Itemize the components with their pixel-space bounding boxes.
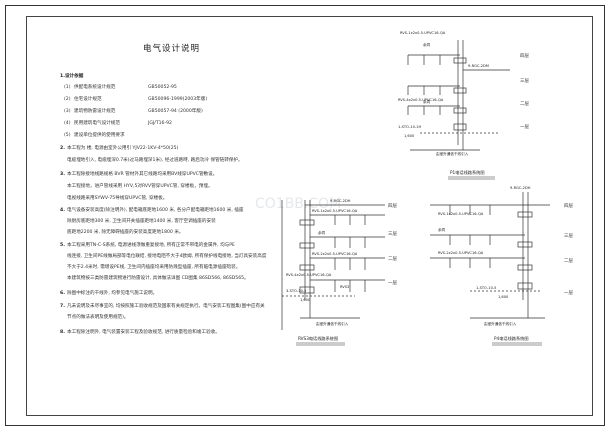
note-number: 4. [60, 208, 65, 213]
note-number: 5. [60, 243, 65, 248]
note-line: 本建筑物按三类防雷建筑物进行防雷设计, 具体做法详图 CD图集 86SD566,… [67, 276, 249, 281]
note-line: 本工程接地，进户管线采用 HYV,5对RVV管穿UPVC管, 穿楼板，预埋。 [67, 184, 213, 189]
basis-name: 住宅设计规范 [74, 97, 102, 102]
p1-floor: 一层 [520, 125, 529, 130]
p1-label: 余同 [423, 43, 431, 47]
basis-code: GB50052-95 [148, 85, 177, 90]
rvs-label: 余同 [318, 231, 326, 235]
p1-label: 1-STO-10-1H [398, 125, 422, 129]
note-line: 凡未说明及未尽事宜的, 均按照施工验收规范及国家有关规定执行。电气安装工程图集(… [67, 304, 265, 309]
design-basis-heading: 1.设计依据 [60, 74, 84, 79]
rvs-title: RVS3电话线路系统图 [298, 336, 339, 341]
p1-label: 1,600 [404, 134, 415, 138]
note-line: 本工程除接地线路规格 BVR 管材外其它线路均采用BV线穿UPVC管敷设。 [67, 172, 218, 177]
basis-name: 民用建筑电气设计规范 [74, 121, 120, 126]
rvs-floor: 三层 [388, 232, 397, 237]
p1-label: RVS-4x2x0.5-UPVC16-QA [398, 98, 444, 102]
p4-floor: 三层 [564, 234, 573, 239]
inner-border [26, 16, 593, 416]
rvs-label: 9-RGC-2DH [330, 199, 351, 203]
basis-idx: (2) [64, 97, 71, 102]
p4-floor: 二层 [564, 259, 573, 264]
basis-name: 供配电系统设计规范 [74, 85, 116, 90]
note-line: 不大于2.4米时, 需增设PE线, 卫生间内插座均采用防溅型插座, 所有临电源插… [67, 265, 241, 270]
p4-label: 9-RGC-2DH [510, 186, 531, 190]
rvs-label: 1,600 [300, 298, 311, 302]
p4-label: RVS-1x2x0.5-UPVC16-QA [438, 212, 484, 216]
p4-title: P4电话线路系统图 [494, 336, 529, 341]
p4-label: 1,600 [498, 295, 509, 299]
note-line: 本工程采用TN-C-S系统, 电源进线须做重复接地, 所有正常不带电的金属件, … [67, 243, 235, 248]
rvs-label: RVS-4x2x0.5-UPVC16-QA [286, 273, 332, 277]
p4-label: 1-STO-10-5 [476, 286, 497, 290]
note-number: 8. [60, 330, 65, 335]
note-line: 除厨房底距地300 米, 卫生间开关插座距地1400 米, 客厅空调插座的安装 [67, 219, 216, 224]
p4-label: RVS-2x2x0.5-UPVC16-QA [438, 251, 484, 255]
watermark: CO1BB.COM [255, 196, 342, 212]
outer-border [5, 5, 605, 426]
basis-idx: (3) [64, 109, 71, 114]
note-line: 电缆埋地引入, 电缆埋深0.7米(过马路埋深1米), 经过道路時, 路后功冷 保… [67, 158, 243, 163]
note-line: 本工程除注明外, 电气装置安装工程及验收规范, 进行质量检验和竣工验收。 [67, 330, 220, 335]
note-number: 6. [60, 291, 65, 296]
note-number: 3. [60, 172, 65, 177]
p4-label: 余同 [438, 228, 446, 232]
p4-floor: 一层 [564, 291, 573, 296]
note-line: 电视线路采用SYWV-75导线穿UPVC管, 穿楼板。 [67, 196, 168, 201]
rvs-label: RVS-1x2x0.5-UPVC16-QA [312, 209, 358, 213]
rvs-floor: 四层 [388, 204, 397, 209]
p1-label: 由室外通信干线引入 [436, 152, 469, 156]
p1-floor: 四层 [520, 54, 529, 59]
basis-name: 建筑物防雷设计规范 [74, 109, 116, 114]
note-line: 电气设备安装高度(除注明外), 配电箱底距地1600 米, 各分户配电箱距地16… [67, 208, 244, 213]
note-line: 除图中标注的干线外, 均参见电气施工说明。 [67, 291, 158, 296]
rvs-label: 由室外通信干线引入 [316, 322, 349, 326]
basis-idx: (1) [64, 85, 71, 90]
note-line: 底距地2200 米, 除无障碍插座的安装高度距地1800 米。 [67, 230, 184, 235]
rvs-floor: 一层 [388, 281, 397, 286]
note-line: 本工程为 楼, 电源由室外公用引 YJV22-1KV-4*50(25) [67, 146, 179, 151]
note-number: 2. [60, 146, 65, 151]
rvs-label: 3-STO-10-5 [286, 289, 307, 293]
document-title: 电气设计说明 [143, 44, 201, 54]
p1-title: P1电话线路系统图 [450, 170, 485, 175]
basis-code: GB50096-1999(2003年版) [148, 97, 208, 102]
rvs-label: RVS-2x2x0.5-UPVC16-QA [312, 252, 358, 256]
p4-label: 由室外通信干线引入 [484, 322, 517, 326]
note-number: 7. [60, 304, 65, 309]
p4-floor: 四层 [564, 204, 573, 209]
note-line: 节点的做法表明及使用规范)。 [67, 315, 129, 320]
rvs-floor: 二层 [388, 257, 397, 262]
p1-label: 余同 [423, 100, 431, 104]
basis-idx: (5) [64, 133, 71, 138]
note-line: 线连接, 卫生间PE线做局部等电位联结, 接地电阻不大于4欧姆, 所有保护线电接… [67, 254, 267, 259]
p1-floor: 三层 [520, 79, 529, 84]
basis-code: GB50057-94 (2000年版) [148, 109, 203, 114]
basis-idx: (4) [64, 121, 71, 126]
p1-label: RVS-1x2x0.5-UPVC16-QA [400, 31, 446, 35]
basis-name: 建设单位提供的使用要求 [74, 133, 125, 138]
rvs-label: RVS3 [340, 285, 350, 289]
basis-code: JGJ/T16-92 [148, 121, 172, 126]
p1-floor: 二层 [520, 102, 529, 107]
p1-label: 9-RGC-2DM [468, 64, 489, 68]
